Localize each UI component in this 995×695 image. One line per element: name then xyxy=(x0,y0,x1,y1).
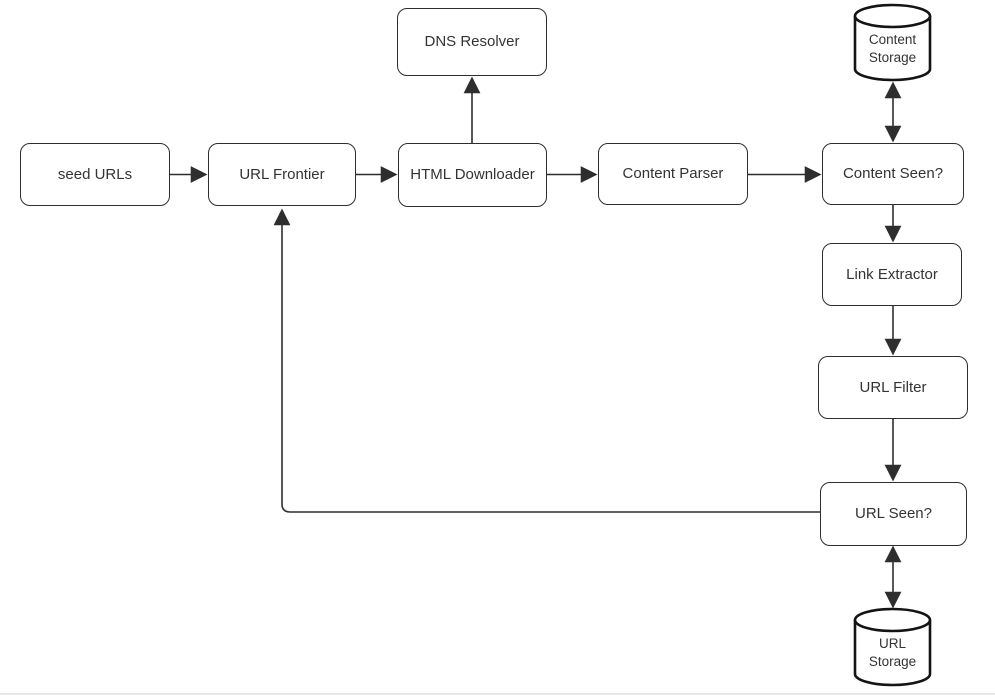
node-content-seen-label: Content Seen? xyxy=(842,165,944,182)
node-link-extractor: Link Extractor xyxy=(822,243,962,306)
node-dns-resolver-label: DNS Resolver xyxy=(424,33,520,50)
node-url-frontier-label: URL Frontier xyxy=(239,165,325,183)
url-storage-cylinder xyxy=(853,607,932,687)
node-url-frontier: URL Frontier xyxy=(208,143,356,206)
node-link-extractor-label: Link Extractor xyxy=(846,265,938,283)
node-dns-resolver: DNS Resolver xyxy=(397,8,547,76)
node-url-filter: URL Filter xyxy=(818,356,968,419)
node-seed-urls-label: seed URLs xyxy=(57,165,133,183)
node-content-parser: Content Parser xyxy=(598,143,748,205)
node-content-seen: Content Seen? xyxy=(822,143,964,205)
node-url-filter-label: URL Filter xyxy=(859,378,927,396)
node-url-seen-label: URL Seen? xyxy=(855,505,932,522)
node-content-parser-label: Content Parser xyxy=(622,165,724,182)
edge-urlseen-to-frontier-feedback xyxy=(273,208,820,513)
node-html-downloader-label: HTML Downloader xyxy=(410,166,535,183)
content-storage-cylinder xyxy=(853,3,932,82)
node-url-seen: URL Seen? xyxy=(820,482,967,546)
node-seed-urls: seed URLs xyxy=(20,143,170,206)
node-html-downloader: HTML Downloader xyxy=(398,143,547,207)
